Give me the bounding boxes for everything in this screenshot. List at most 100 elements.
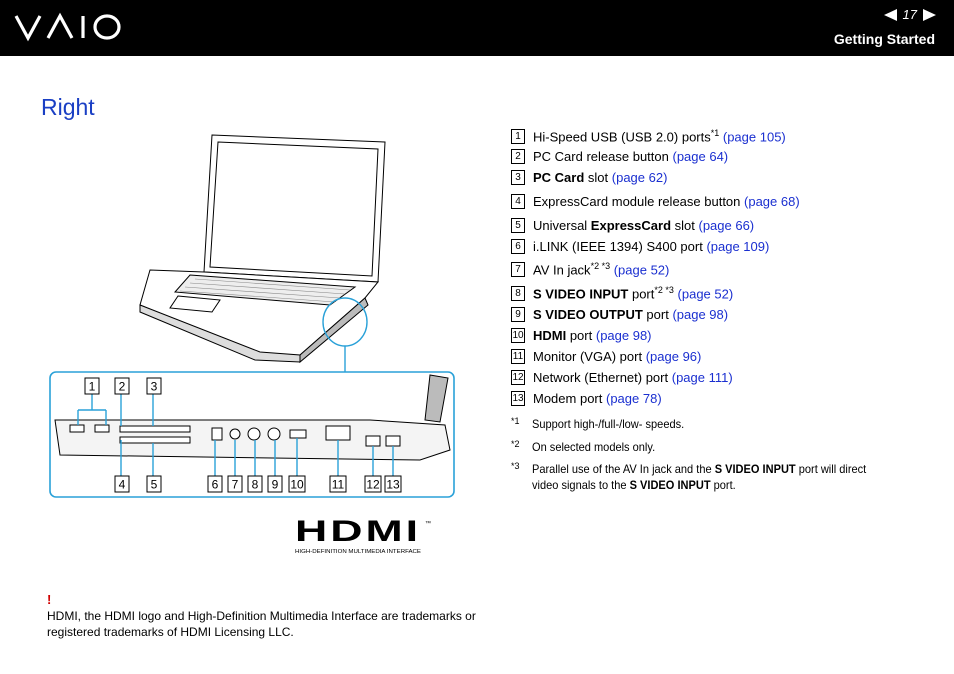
page-link[interactable]: (page 64) [672, 149, 729, 164]
callout-text: Network (Ethernet) port (page 111) [533, 370, 733, 385]
callout-label-suffix: slot [584, 170, 609, 185]
callout-text: Monitor (VGA) port (page 96) [533, 349, 701, 364]
callout-item: 13 Modem port (page 78) [511, 391, 662, 406]
figure-label: 4 [119, 478, 126, 492]
footnote-text: Support high-/full-/low- speeds. [532, 417, 685, 431]
page-link[interactable]: (page 105) [722, 129, 786, 145]
callout-label-bold: HDMI [533, 328, 567, 343]
hdmi-logo-tagline: HIGH-DEFINITION MULTIMEDIA INTERFACE [295, 549, 422, 555]
callout-label: Universal [533, 218, 591, 233]
callout-label: i.LINK (IEEE 1394) S400 port [533, 239, 703, 254]
page-link[interactable]: (page 66) [698, 218, 755, 233]
callout-label: Hi-Speed USB (USB 2.0) ports [533, 129, 711, 145]
figure-label: 8 [252, 478, 259, 492]
callout-label: Monitor (VGA) port [533, 349, 643, 364]
figure-label: 9 [272, 478, 279, 492]
figure-label: 1 [89, 380, 96, 394]
page-link[interactable]: (page 98) [595, 328, 652, 343]
callout-text: S VIDEO INPUT port*2 *3 (page 52) [533, 285, 733, 301]
figure-label-box [364, 475, 382, 493]
hdmi-logo: HDMI ™ HIGH-DEFINITION MULTIMEDIA INTERF… [295, 517, 431, 555]
callout-label-suffix: port [566, 328, 593, 343]
figure-label: 7 [232, 478, 239, 492]
page-link[interactable]: (page 68) [744, 194, 800, 209]
callout-text: S VIDEO OUTPUT port (page 98) [533, 307, 728, 322]
footnote-ref: *1 [710, 128, 720, 138]
page-number: 17 [902, 7, 917, 22]
page-link[interactable]: (page 62) [611, 170, 668, 185]
callout-text: PC Card release button (page 64) [533, 149, 728, 164]
callout-number: 13 [511, 391, 525, 406]
callout-number: 12 [511, 370, 525, 385]
figure-label-box [329, 475, 347, 493]
page-link[interactable]: (page 78) [606, 391, 662, 406]
callout-item: 10 HDMI port (page 98) [511, 328, 652, 343]
previous-page-icon[interactable] [883, 8, 897, 21]
callout-text: Universal ExpressCard slot (page 66) [533, 218, 754, 233]
vaio-logo [14, 12, 121, 42]
page-navigation: 17 [883, 7, 936, 22]
page-link[interactable]: (page 96) [645, 349, 702, 364]
page-title: Right [41, 94, 95, 120]
callout-number: 4 [511, 194, 525, 209]
callout-number: 1 [511, 128, 525, 144]
callout-number: 2 [511, 149, 525, 164]
callout-label-bold: ExpressCard [590, 218, 672, 233]
page-link[interactable]: (page 52) [677, 286, 734, 302]
callout-label-suffix: port [642, 307, 669, 322]
figure-label-box [267, 475, 283, 493]
callout-label: PC Card release button [533, 149, 669, 164]
callout-text: HDMI port (page 98) [533, 328, 652, 343]
callout-item: 1 Hi-Speed USB (USB 2.0) ports*1 (page 10… [511, 128, 786, 144]
footnote-text: Parallel use of the AV In jack and the S… [532, 461, 882, 493]
figure-label-box [84, 377, 100, 395]
callout-number: 11 [511, 349, 525, 364]
page-link[interactable]: (page 109) [706, 239, 770, 254]
page-link[interactable]: (page 52) [613, 262, 670, 278]
callout-label-bold: S VIDEO INPUT [533, 286, 629, 302]
callout-text: ExpressCard module release button (page … [533, 194, 800, 209]
next-page-icon[interactable] [923, 8, 936, 21]
figure-label-box [207, 475, 223, 493]
footnote-bold: S VIDEO INPUT [714, 462, 796, 476]
callout-number: 10 [511, 328, 525, 343]
figure-label-box [114, 377, 130, 395]
callout-text: i.LINK (IEEE 1394) S400 port (page 109) [533, 239, 769, 254]
section-title: Getting Started [833, 31, 935, 47]
figure-label: 6 [212, 478, 219, 492]
footnote-text: On selected models only. [532, 440, 656, 454]
header-bar: 17 Getting Started [0, 0, 954, 56]
callout-label: AV In jack [533, 262, 591, 278]
callout-label-bold: S VIDEO OUTPUT [533, 307, 643, 322]
callout-item: 4 ExpressCard module release button (page… [511, 194, 800, 209]
warning-icon: ! [47, 592, 52, 607]
figure-label-box [146, 475, 162, 493]
trademark-symbol: ™ [425, 520, 431, 527]
page-link[interactable]: (page 111) [671, 370, 733, 385]
callout-text: Hi-Speed USB (USB 2.0) ports*1 (page 105… [533, 128, 786, 144]
callout-text: Modem port (page 78) [533, 391, 662, 406]
callout-text: AV In jack*2 *3 (page 52) [533, 261, 669, 277]
callout-text: PC Card slot (page 62) [533, 170, 667, 185]
figure-label: 5 [151, 478, 158, 492]
footnote-mark: *1 [511, 416, 520, 426]
callout-item: 12 Network (Ethernet) port (page 111) [511, 370, 733, 385]
callout-number: 8 [511, 285, 525, 301]
footnote: *1 Support high-/full-/low- speeds. [511, 416, 912, 432]
callout-label: Modem port [533, 391, 603, 406]
figure-label: 10 [290, 478, 304, 492]
page-link[interactable]: (page 98) [672, 307, 729, 322]
figure-label-box [384, 475, 402, 493]
callout-item: 8 S VIDEO INPUT port*2 *3 (page 52) [511, 285, 733, 301]
side-panel-detail [54, 374, 451, 461]
callout-label-bold: PC Card [533, 170, 585, 185]
callout-item: 11 Monitor (VGA) port (page 96) [511, 349, 701, 364]
figure-label: 12 [366, 478, 380, 492]
